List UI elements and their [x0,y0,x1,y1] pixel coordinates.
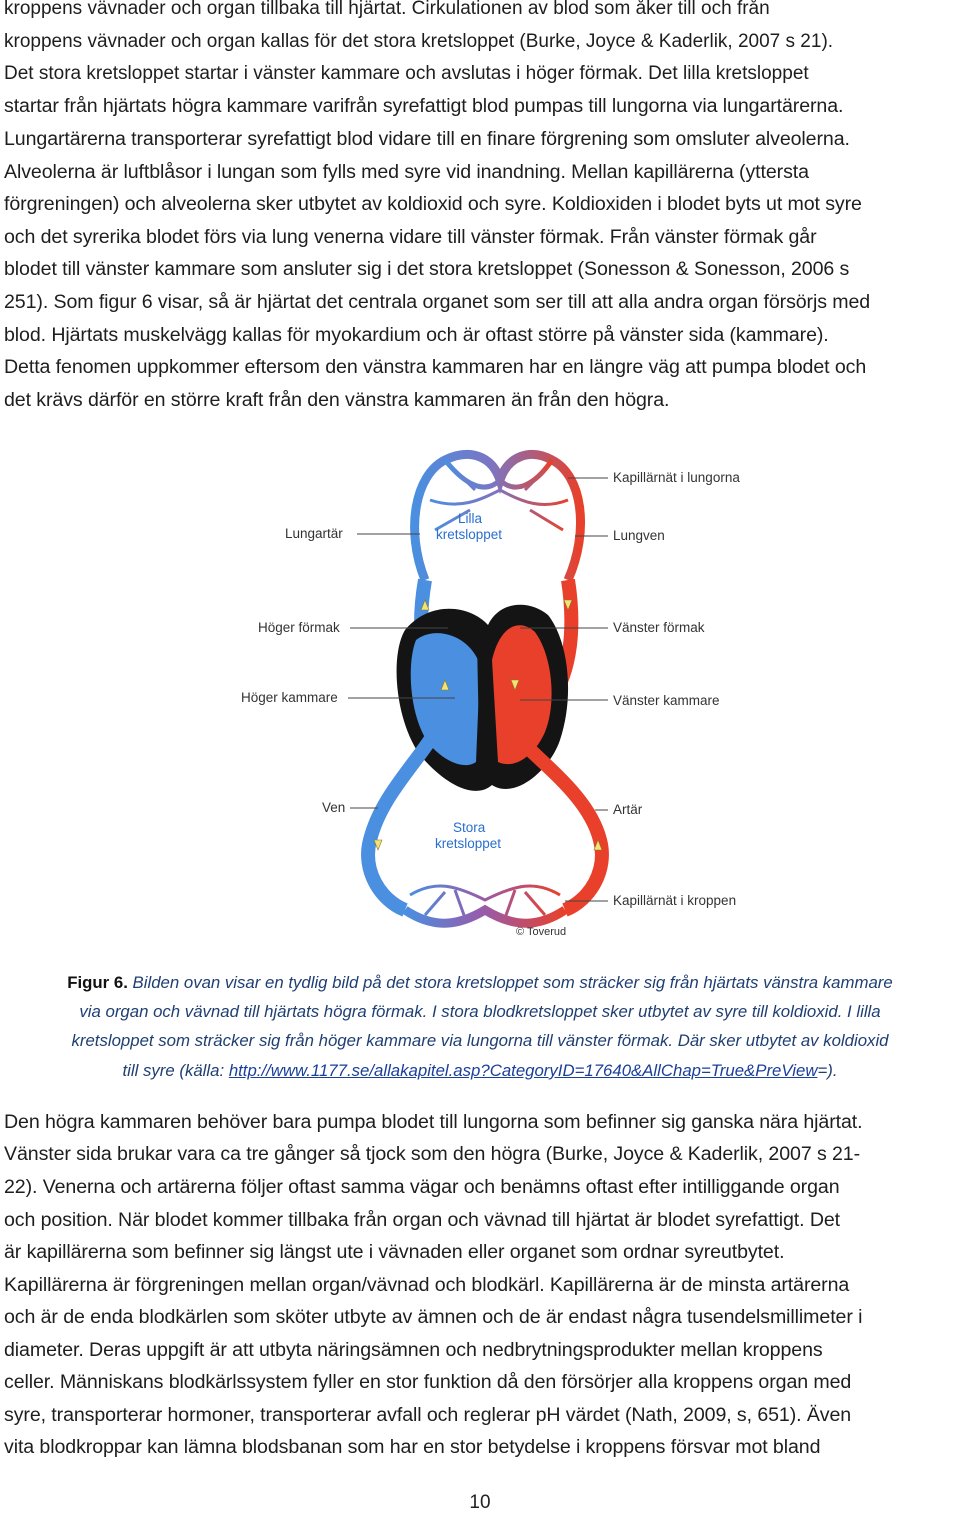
text-line: Det stora kretsloppet startar i vänster … [4,63,809,84]
text-line: 22). Venerna och artärerna följer oftast… [4,1176,840,1198]
text-line: startar från hjärtats högra kammare vari… [4,95,844,117]
label-right-ventricle: Höger kammare [241,690,338,705]
text-line: syre, transporterar hormoner, transporte… [4,1404,852,1426]
label-small-circulation-1: Lilla [458,511,483,526]
label-large-circulation-1: Stora [453,820,486,835]
caption-line: via organ och vävnad till hjärtats högra… [79,1002,881,1021]
caption-line: Figur 6. Bilden ovan visar en tydlig bil… [0,968,960,997]
label-lung-capillary: Kapillärnät i lungorna [613,470,740,485]
text-line: är kapillärerna som befinner sig längst … [4,1241,785,1263]
source-link[interactable]: http://www.1177.se/allakapitel.asp?Categ… [228,1061,818,1080]
caption-text: =). [817,1061,838,1080]
page-number: 10 [469,1492,491,1513]
text-line: det krävs därför en större kraft från de… [4,389,670,411]
text-line: blod. Hjärtats muskelvägg kallas för myo… [4,324,829,346]
text-line: celler. Människans blodkärlssystem fylle… [4,1371,852,1393]
label-left-ventricle: Vänster kammare [613,693,720,708]
label-left-atrium: Vänster förmak [613,620,705,635]
text-line: kroppens vävnader och organ kallas för d… [4,31,834,52]
caption-text: Bilden ovan visar en tydlig bild på det … [132,973,893,992]
circulation-figure: Kapillärnät i lungorna Lilla kretsloppet… [241,450,740,938]
label-copyright: © Toverud [516,926,566,938]
text-line: diameter. Deras uppgift är att utbyta nä… [4,1339,823,1361]
label-small-circulation-2: kretsloppet [436,527,502,542]
text-line: Vänster sida brukar vara ca tre gånger s… [4,1143,861,1165]
caption-line: till syre (källa: http://www.1177.se/all… [0,1056,960,1085]
text-line: Alveolerna är luftblåsor i lungan som fy… [4,161,809,183]
text-line: Kapillärerna är förgreningen mellan orga… [4,1274,850,1296]
lung-capillary-network [410,450,585,582]
text-line: Den högra kammaren behöver bara pumpa bl… [4,1111,863,1133]
text-line: och är de enda blodkärlen som sköter utb… [4,1306,863,1328]
text-line: och det syrerika blodet förs via lung ve… [4,226,817,248]
flow-arrow-icon [373,599,603,851]
text-line: förgreningen) och alveolerna sker utbyte… [4,193,862,215]
text-line: Lungartärerna transporterar syrefattigt … [4,128,850,150]
label-pulmonary-vein: Lungven [613,528,665,543]
text-line: och position. När blodet kommer tillbaka… [4,1209,841,1231]
label-large-circulation-2: kretsloppet [435,836,501,851]
label-vein: Ven [322,800,345,815]
body-capillary-network [402,884,568,928]
caption-label: Figur 6. [67,973,128,992]
caption-text: till syre (källa: [122,1061,229,1080]
text-line: vita blodkroppar kan lämna blodsbanan so… [4,1436,821,1458]
artery-vessel [515,735,609,917]
vein-vessel [361,736,436,917]
label-body-capillary: Kapillärnät i kroppen [613,893,736,908]
text-line: kroppens vävnader och organ tillbaka til… [4,0,770,19]
label-right-atrium: Höger förmak [258,620,340,635]
text-line: Detta fenomen uppkommer eftersom den vän… [4,356,867,378]
text-line: blodet till vänster kammare som ansluter… [4,258,850,280]
label-pulmonary-artery: Lungartär [285,526,343,541]
label-artery: Artär [613,802,643,817]
text-line: 251). Som figur 6 visar, så är hjärtat d… [4,291,871,313]
caption-line: kretsloppet som sträcker sig från höger … [71,1031,889,1050]
